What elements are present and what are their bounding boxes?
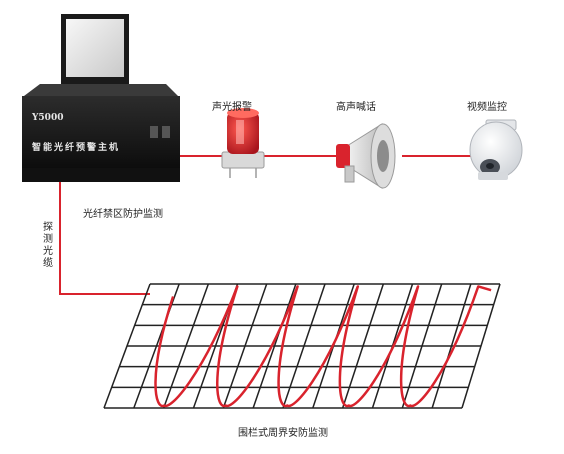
- monitor-screen: [66, 19, 124, 77]
- monitor: [61, 14, 129, 92]
- device-model-label: Y5000: [31, 113, 63, 123]
- warning-beacon-icon: [221, 108, 265, 178]
- fence-grid: [103, 283, 501, 409]
- sensing-fiber-path: [154, 285, 492, 408]
- fiber-host-device: Y5000 智能光纤预警主机: [22, 14, 180, 182]
- rack-port: [162, 126, 170, 138]
- loudspeaker-label: 高声喊话: [336, 102, 376, 113]
- device-front-label: 智能光纤预警主机: [32, 141, 120, 153]
- sensing-cable-label: 探测光缆: [43, 222, 53, 269]
- alarm-label: 声光报警: [212, 102, 252, 113]
- rack-base: [22, 168, 180, 182]
- dome-camera-icon: [469, 119, 523, 180]
- rack-top: [24, 84, 178, 96]
- megaphone-icon: [336, 123, 396, 189]
- link-lines: [59, 155, 472, 295]
- sensing-cable-line: [59, 182, 150, 295]
- rack-port: [150, 126, 158, 138]
- rack-unit: Y5000 智能光纤预警主机: [22, 84, 180, 182]
- fence-label: 围栏式周界安防监测: [238, 428, 328, 439]
- camera-label: 视频监控: [467, 102, 507, 113]
- fiber-zone-label: 光纤禁区防护监测: [83, 209, 163, 220]
